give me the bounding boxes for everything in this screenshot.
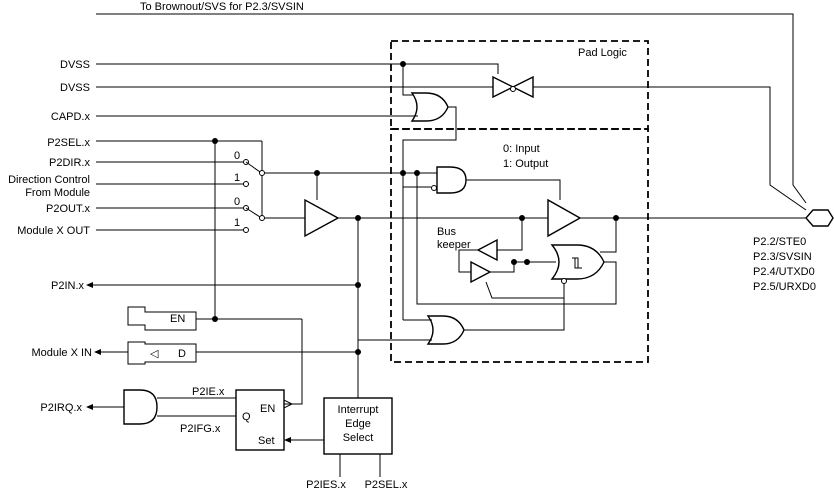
ff-set-label: Set	[258, 435, 275, 447]
keeper-wire-a	[497, 218, 523, 251]
flipflop-box	[235, 389, 285, 451]
p2ies-label: P2IES.x	[306, 479, 346, 489]
interrupt-edge-select	[323, 397, 393, 455]
and-input-bubble	[431, 185, 437, 191]
keeper-inverter-top	[476, 238, 498, 262]
mux-pivot	[259, 170, 265, 176]
keeper-ctrl-wire	[485, 281, 565, 299]
tgate-to-pad-wire	[533, 86, 807, 211]
d-buffer-block	[127, 341, 197, 365]
or-gate-pad	[410, 92, 449, 122]
bus-keeper-label-2: keeper	[437, 239, 471, 251]
pad-driver	[547, 198, 582, 238]
mux1-0-label: 0	[234, 150, 240, 162]
tgate-right-triangle	[511, 75, 534, 99]
p2irq-label: P2IRQ.x	[40, 402, 82, 414]
and-gate-enable	[436, 166, 467, 194]
ff-en-clock	[283, 399, 294, 409]
dvss-to-or-wire	[402, 64, 418, 96]
pin-name: P2.3/SVSIN	[753, 251, 812, 263]
or-gate-input	[426, 315, 465, 345]
legend-output: 1: Output	[503, 158, 548, 170]
mux2-0-label: 0	[234, 196, 240, 208]
pad-logic-box	[390, 40, 649, 130]
dir-ctrl-label-2: From Module	[25, 187, 90, 199]
tgate-bubble	[510, 86, 516, 92]
or-out-wire	[402, 106, 457, 320]
mux-pivot	[259, 215, 265, 221]
io-logic-box	[390, 128, 649, 363]
ff-q-label: Q	[242, 411, 251, 423]
p2sel-label: P2SEL.x	[47, 137, 90, 149]
keeper-wire-b	[458, 249, 478, 273]
brownout-label: To Brownout/SVS for P2.3/SVSIN	[140, 1, 304, 13]
p2dir-label: P2DIR.x	[49, 157, 90, 169]
buffer-triangle-glyph: ◁	[150, 348, 159, 360]
pin-name: P2.2/STE0	[753, 236, 806, 248]
ies-line-3: Select	[343, 432, 374, 444]
module-out-label: Module X OUT	[17, 225, 90, 237]
brownout-wire	[96, 13, 807, 204]
buffer-en-label: EN	[170, 313, 185, 325]
pin-pad	[805, 209, 834, 227]
schmitt-feedback	[416, 173, 617, 305]
p2sel-bottom-label: P2SEL.x	[365, 479, 408, 489]
pad-to-schmitt	[600, 218, 617, 253]
pin-name: P2.4/UTXD0	[753, 266, 815, 278]
set-arrow	[284, 437, 291, 443]
dvss-to-gate-ctrl	[403, 63, 499, 74]
p2in-label: P2IN.x	[51, 280, 85, 292]
p2out-label: P2OUT.x	[46, 203, 91, 215]
module-in-label: Module X IN	[31, 347, 92, 359]
mux-switch	[245, 207, 261, 218]
mux1-1-label: 1	[234, 172, 240, 184]
tgate-left-triangle	[492, 75, 515, 99]
dvss-2-label: DVSS	[60, 82, 90, 94]
or-to-schmitt-wire	[464, 284, 565, 331]
pad-logic-label: Pad Logic	[578, 47, 627, 59]
dvss-1-label: DVSS	[60, 59, 90, 71]
ies-line-1: Interrupt	[338, 404, 379, 416]
junction-dot	[212, 316, 218, 322]
legend-input: 0: Input	[503, 143, 540, 155]
bus-keeper-label-1: Bus	[437, 226, 456, 238]
ies-line-2: Edge	[345, 418, 371, 430]
module-in-arrow	[94, 349, 101, 355]
en-to-ff	[284, 319, 303, 405]
p2in-arrow	[86, 282, 93, 288]
enable-to-driver	[466, 179, 561, 200]
mux2-1-label: 1	[234, 217, 240, 229]
mux-contact	[243, 181, 249, 187]
dir-ctrl-label-1: Direction Control	[8, 174, 90, 186]
buffer-d-label: D	[178, 348, 186, 360]
pin-name: P2.5/URXD0	[753, 281, 816, 293]
irq-and-gate	[123, 389, 158, 425]
schmitt-symbol	[572, 257, 582, 269]
capd-label: CAPD.x	[51, 111, 91, 123]
keeper-inverter-bottom	[470, 260, 492, 284]
junction-dot	[400, 170, 406, 176]
p2ifg-label: P2IFG.x	[180, 423, 221, 435]
ff-en-label: EN	[260, 403, 275, 415]
output-buffer	[304, 198, 340, 238]
mux-contact	[243, 227, 249, 233]
keeper-wire-c	[490, 262, 515, 273]
schmitt-bubble	[561, 278, 567, 284]
irq-arrow	[86, 404, 93, 410]
en-buffer-block	[127, 306, 197, 331]
p2ie-label: P2IE.x	[192, 386, 225, 398]
mux-switch	[245, 161, 261, 173]
